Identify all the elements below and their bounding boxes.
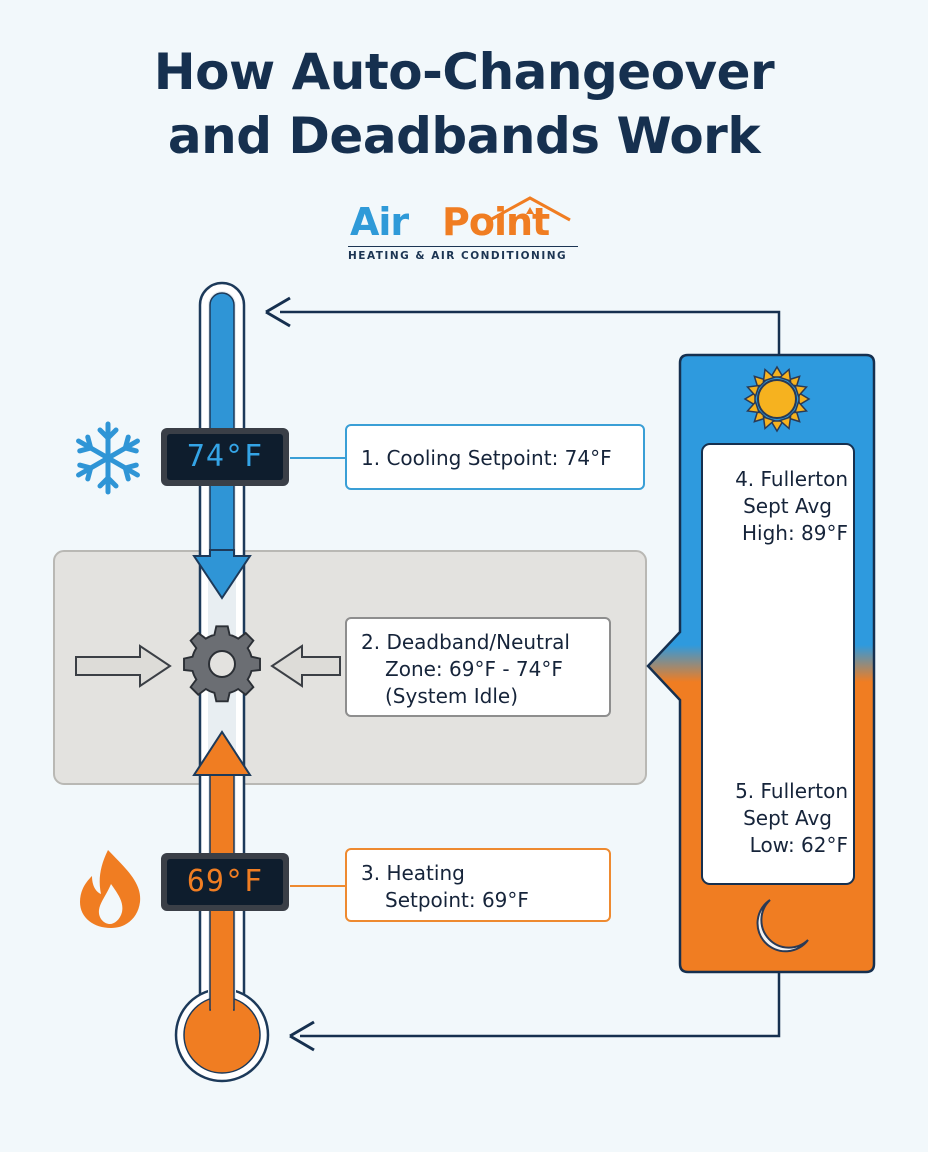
- right-inward-arrow: [270, 644, 341, 688]
- heating-display-readout: 69°F: [167, 859, 283, 905]
- flame-icon: [80, 850, 141, 928]
- weather-low-line-3: Low: 62°F: [749, 833, 848, 857]
- title-line-1: How Auto-Changeover: [153, 43, 775, 101]
- heating-up-arrow: [192, 730, 252, 776]
- weather-high-line-3: High: 89°F: [741, 521, 848, 545]
- cooling-down-arrow: [192, 549, 252, 600]
- snowflake-icon: [76, 421, 140, 495]
- cooling-display-readout: 74°F: [167, 434, 283, 480]
- title-line-2: and Deadbands Work: [167, 107, 761, 165]
- moon-icon: [756, 899, 809, 953]
- sun-icon: [743, 365, 811, 433]
- airpoint-logo: Air Point HEATING & AIR CONDITIONING: [340, 190, 590, 270]
- left-inward-arrow: [75, 644, 172, 688]
- heating-line-2: Setpoint: 69°F: [385, 888, 529, 912]
- bottom-feedback-arrowhead: [289, 1020, 315, 1052]
- weather-low-line-1: 5. Fullerton: [735, 779, 848, 803]
- bottom-feedback-line: [300, 972, 781, 1038]
- logo-text-air: Air: [350, 200, 409, 244]
- top-feedback-arrowhead: [265, 296, 291, 328]
- page-title: How Auto-Changeover and Deadbands Work: [0, 40, 928, 168]
- heating-setpoint-display: 69°F: [161, 853, 289, 911]
- gear-icon: [183, 625, 261, 703]
- heating-setpoint-callout: 3. Heating Setpoint: 69°F: [345, 848, 611, 922]
- cooling-setpoint-callout: 1. Cooling Setpoint: 74°F: [345, 424, 645, 490]
- weather-high-text: 4. Fullerton Sept Avg High: 89°F: [705, 466, 848, 547]
- deadband-callout: 2. Deadband/Neutral Zone: 69°F - 74°F (S…: [345, 617, 611, 717]
- deadband-line-3: (System Idle): [385, 684, 518, 708]
- logo-text-point: Point: [442, 200, 550, 244]
- weather-low-text: 5. Fullerton Sept Avg Low: 62°F: [705, 778, 848, 859]
- weather-high-line-2: Sept Avg: [743, 494, 832, 518]
- weather-low-line-2: Sept Avg: [743, 806, 832, 830]
- top-feedback-line: [280, 310, 781, 360]
- logo-roof-icon: [489, 196, 571, 222]
- deadband-line-1: 2. Deadband/Neutral: [361, 630, 570, 654]
- heating-line-1: 3. Heating: [361, 861, 465, 885]
- deadband-line-2: Zone: 69°F - 74°F: [385, 657, 563, 681]
- cooling-setpoint-display: 74°F: [161, 428, 289, 486]
- thermometer: [174, 281, 270, 1083]
- logo-divider: [348, 246, 578, 247]
- weather-info-box: [701, 443, 855, 885]
- logo-tagline: HEATING & AIR CONDITIONING: [348, 250, 568, 262]
- cooling-callout-text: 1. Cooling Setpoint: 74°F: [361, 446, 612, 470]
- weather-high-line-1: 4. Fullerton: [735, 467, 848, 491]
